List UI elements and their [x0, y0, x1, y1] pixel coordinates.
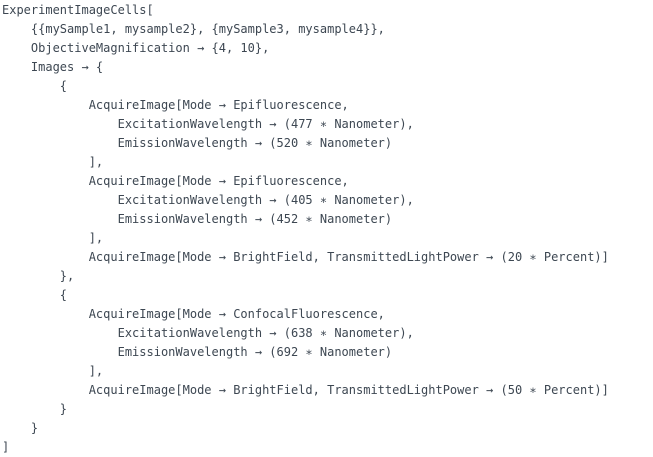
code-line: AcquireImage[Mode → BrightField, Transmi… — [2, 250, 609, 264]
code-line: EmissionWavelength → (692 ∗ Nanometer) — [2, 345, 393, 359]
code-line: Images → { — [2, 60, 104, 74]
code-line: ], — [2, 231, 104, 245]
code-line: AcquireImage[Mode → BrightField, Transmi… — [2, 383, 609, 397]
code-line: AcquireImage[Mode → Epifluorescence, — [2, 174, 349, 188]
code-line: ExcitationWavelength → (638 ∗ Nanometer)… — [2, 326, 414, 340]
code-line: ObjectiveMagnification → {4, 10}, — [2, 41, 270, 55]
code-line: AcquireImage[Mode → Epifluorescence, — [2, 98, 349, 112]
code-line: {{mySample1, mysample2}, {mySample3, mys… — [2, 22, 385, 36]
code-line: } — [2, 402, 68, 416]
code-line: ExcitationWavelength → (405 ∗ Nanometer)… — [2, 193, 414, 207]
code-line: ] — [2, 440, 10, 454]
code-line: ExcitationWavelength → (477 ∗ Nanometer)… — [2, 117, 414, 131]
code-line: ], — [2, 155, 104, 169]
code-line: AcquireImage[Mode → ConfocalFluorescence… — [2, 307, 385, 321]
code-line: ], — [2, 364, 104, 378]
code-line: }, — [2, 269, 75, 283]
code-line: } — [2, 421, 39, 435]
code-line: EmissionWavelength → (520 ∗ Nanometer) — [2, 136, 393, 150]
code-line: { — [2, 288, 68, 302]
code-line: EmissionWavelength → (452 ∗ Nanometer) — [2, 212, 393, 226]
code-line: { — [2, 79, 68, 93]
code-line: ExperimentImageCells[ — [2, 3, 154, 17]
